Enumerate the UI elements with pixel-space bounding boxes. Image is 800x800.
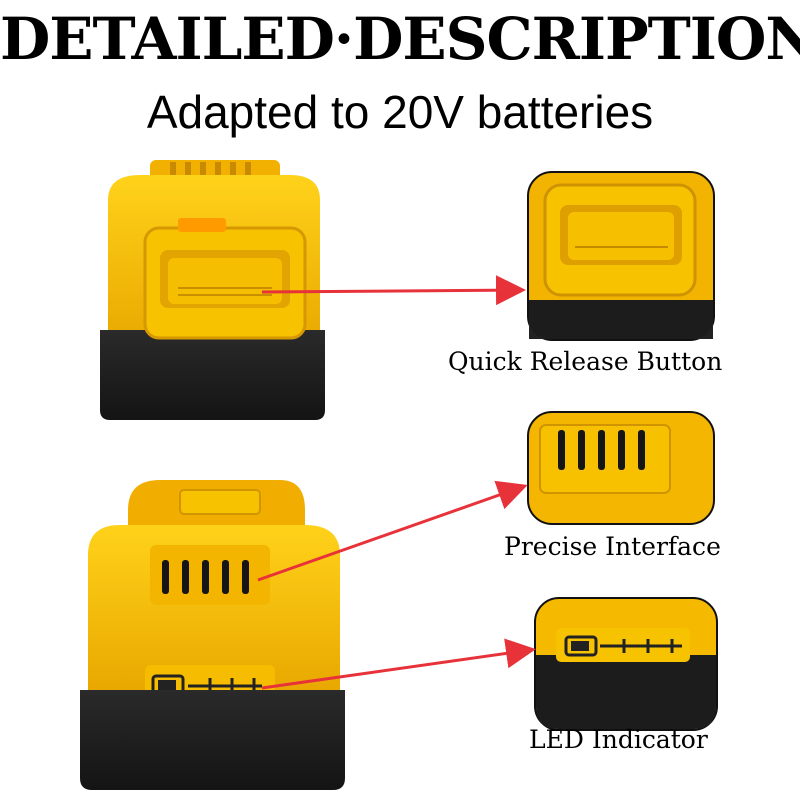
label-precise-interface: Precise Interface	[504, 532, 721, 561]
arrow-quick-release	[261, 275, 526, 306]
arrow-led-indicator	[261, 638, 536, 690]
label-led-indicator: LED Indicator	[529, 725, 708, 754]
page-title: DETAILED·DESCRIPTION	[0, 5, 800, 73]
zoom-led-indicator	[534, 597, 718, 731]
zoom-precise-interface	[527, 411, 715, 525]
callout-arrows	[257, 275, 536, 690]
arrow-precise-interface	[257, 480, 528, 582]
zoom-quick-release	[527, 171, 715, 341]
battery-back-view	[100, 160, 325, 420]
battery-front-view	[80, 480, 345, 790]
page-subtitle: Adapted to 20V batteries	[146, 86, 654, 138]
label-quick-release-button: Quick Release Button	[448, 347, 723, 376]
